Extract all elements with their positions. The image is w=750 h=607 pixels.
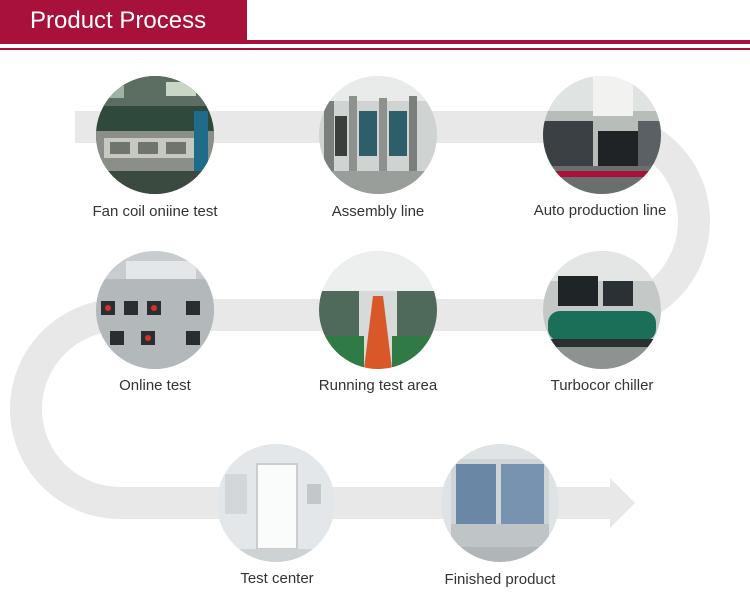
test-center-photo [217, 444, 335, 562]
step-label-assembly-line: Assembly line [331, 203, 425, 220]
running-test-area-photo [319, 251, 437, 369]
step-label-finished-product: Finished product [444, 571, 556, 588]
step-label-turbocor-chiller: Turbocor chiller [550, 377, 654, 394]
step-label-running-test-area: Running test area [318, 377, 438, 394]
header-tab: Product Process [0, 0, 247, 40]
step-label-auto-production-line: Auto production line [533, 202, 667, 219]
online-test-photo [96, 251, 214, 369]
flow-arrow-head [610, 478, 635, 528]
fan-coil-test-photo [96, 76, 214, 194]
header-divider-thin [0, 48, 750, 50]
section-header: Product Process [0, 0, 750, 52]
step-label-online-test: Online test [119, 377, 191, 394]
assembly-line-photo [319, 76, 437, 194]
page-title: Product Process [30, 7, 207, 34]
step-label-fan-coil-test: Fan coil oniine test [92, 203, 218, 220]
turbocor-chiller-photo [543, 251, 661, 369]
step-label-test-center: Test center [240, 570, 314, 587]
header-divider-thick [0, 40, 750, 44]
finished-product-photo [441, 444, 559, 562]
auto-production-line-photo [543, 76, 661, 194]
